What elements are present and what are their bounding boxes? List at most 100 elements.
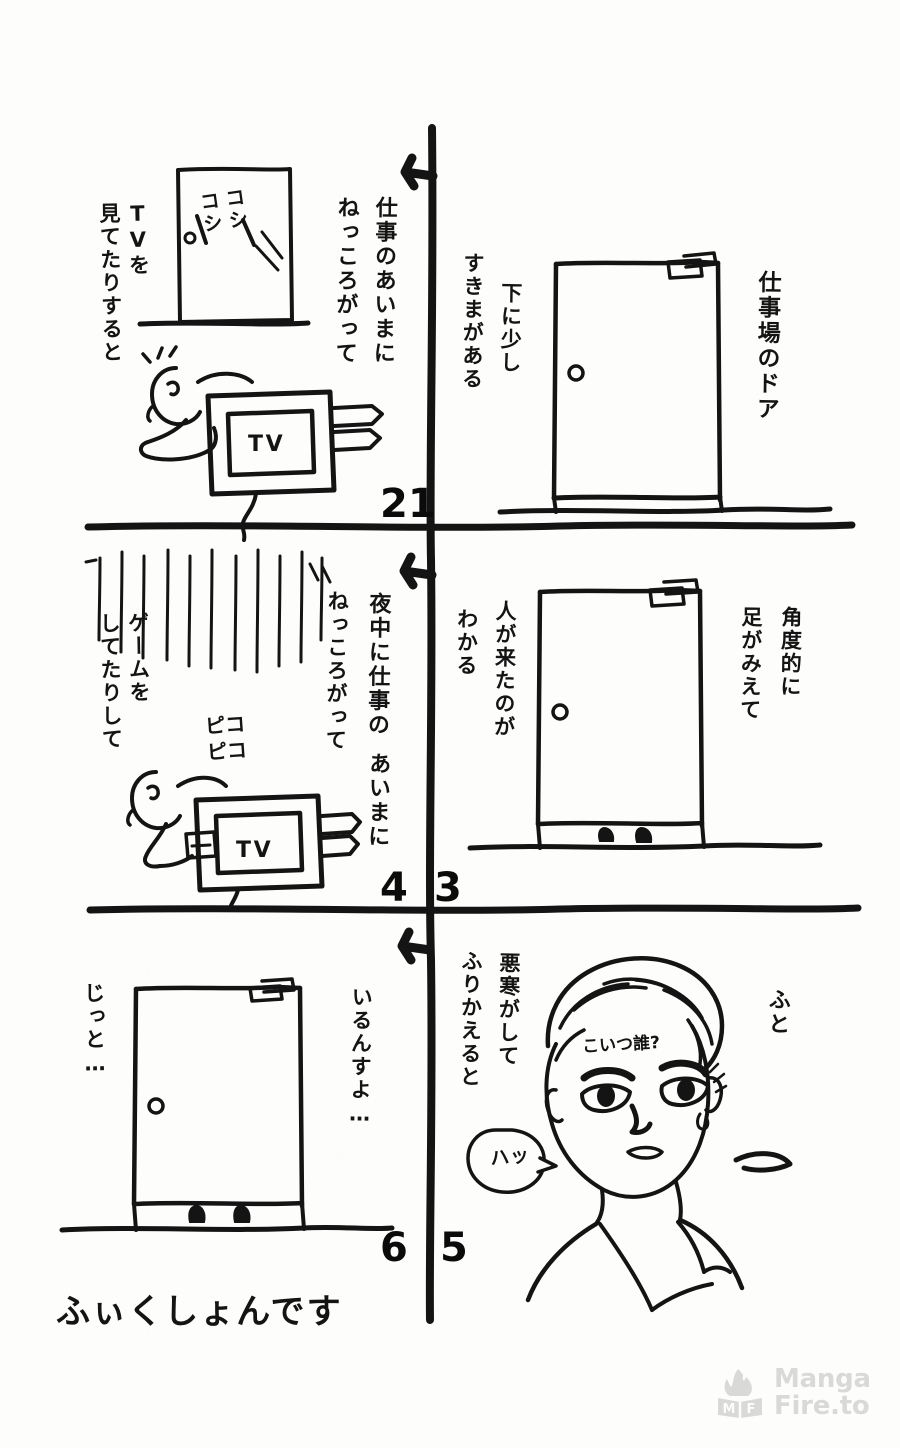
panel2-watch-tv-line: TVを 見てたりすると xyxy=(96,201,151,365)
panel3-floor-line xyxy=(467,842,823,851)
book-shape xyxy=(718,1398,762,1418)
panel2-leg-upper xyxy=(332,404,384,428)
panel5-ear-left xyxy=(544,1088,564,1124)
panel4-speedline-diag xyxy=(308,562,332,584)
panel6-door-top xyxy=(133,984,303,992)
panel5-eye-left-outline xyxy=(580,1083,632,1113)
panel2-sfx-koshi: コ コ シ シ xyxy=(199,186,250,236)
panel2-ear xyxy=(146,404,155,423)
panel2-motion-line-c xyxy=(260,230,284,260)
panel4-ear xyxy=(126,808,135,827)
panel1-gap-note-line1: 下に少し xyxy=(497,281,523,375)
panel6-door-knob xyxy=(147,1097,165,1115)
panel5-neck-left xyxy=(594,1188,605,1226)
vertical-gutter-line xyxy=(425,124,437,1324)
panel5-pupil-left xyxy=(597,1085,615,1107)
panel1-door-latch-bar xyxy=(682,251,718,269)
panel1-door-top xyxy=(553,259,721,267)
panel4-leg-lower xyxy=(320,834,360,858)
panel4-game-screen xyxy=(190,843,212,848)
panel-number-5: 5 xyxy=(440,1225,468,1271)
panel1-door-knob xyxy=(567,364,585,382)
panel2-tv-cord xyxy=(240,492,258,542)
panel4-playing-game-note: ゲームを してたりして xyxy=(97,611,152,752)
panel2-work-break-line1: 仕事のあいまに xyxy=(369,195,397,366)
reading-arrow-1 xyxy=(400,153,438,191)
panel6-foot-left xyxy=(188,1204,206,1223)
panel4-speedline-7 xyxy=(233,554,238,672)
panel5-thought-who-is-this: こいつ誰? xyxy=(581,1032,661,1058)
panel4-arm xyxy=(143,822,168,869)
panel1-gap-note-line2: すきまがある xyxy=(459,251,486,391)
mangafire-logo-icon: M F xyxy=(712,1365,768,1421)
panel4-lying-around-note: ねっころがって xyxy=(323,589,350,752)
panel4-leg-upper xyxy=(320,812,362,836)
panel5-eyebrow-left xyxy=(580,1067,636,1082)
panel5-shoulder-left xyxy=(525,1221,599,1303)
panel5-hair-strand-1 xyxy=(558,982,630,1030)
panel2-shoulder xyxy=(196,371,254,384)
panel6-door-bottom xyxy=(131,1200,305,1207)
panel5-collar-front xyxy=(650,1282,714,1312)
bottom-caption: ふぃくしょんです xyxy=(56,1292,343,1332)
panel5-motion-swoosh xyxy=(733,1151,793,1173)
flame-shape xyxy=(724,1369,752,1396)
panel1-door-right xyxy=(715,260,723,503)
panel2-tv-screen-label: TV xyxy=(248,432,286,457)
panel5-pupil-right xyxy=(677,1079,695,1101)
watermark-line-1: Manga xyxy=(774,1364,871,1395)
panel2-face-eye xyxy=(166,380,180,397)
panel5-speech-bubble-gasp: ハッ xyxy=(489,1143,532,1171)
panel6-door-latch-bar xyxy=(260,977,296,994)
panel2-body-lower xyxy=(204,426,218,454)
panel5-ear-right xyxy=(704,1076,723,1114)
panel5-nose xyxy=(629,1103,653,1135)
panel4-hand xyxy=(158,854,194,868)
panel3-door-latch xyxy=(648,586,686,608)
panel3-foot-right xyxy=(635,826,653,843)
panel5-hair-strand-2 xyxy=(572,985,648,1012)
mangafire-wordmark: Manga Fire.to xyxy=(774,1366,871,1419)
panel5-hair-sideburn xyxy=(686,1018,703,1066)
panel5-hair-strand-5 xyxy=(662,988,714,1046)
reading-arrow-3 xyxy=(397,927,435,965)
panel3-door-left xyxy=(535,589,543,827)
logo-letter-f: F xyxy=(747,1402,756,1417)
panel5-eyebrow-right xyxy=(658,1059,710,1078)
panel3-door-bottom xyxy=(535,820,705,827)
panel-number-1: 1 xyxy=(408,481,436,527)
panel5-eye-shine-lines xyxy=(708,1062,728,1094)
panel4-tv-cord xyxy=(228,888,240,910)
mangafire-watermark: M F Manga Fire.to xyxy=(712,1356,882,1430)
panel4-midnight-line2: あいまに xyxy=(364,751,391,849)
panel4-handheld-game xyxy=(184,830,218,860)
panel1-door-left xyxy=(551,261,559,501)
row-divider-2 xyxy=(86,904,862,914)
panel3-understand-note: わかる xyxy=(453,607,479,678)
panel2-head xyxy=(150,366,202,427)
panel5-hair-strand-4 xyxy=(634,978,704,1020)
panel4-speedline-4 xyxy=(165,548,170,662)
panel5-speech-bubble-tail xyxy=(536,1156,558,1174)
panel6-door-left xyxy=(131,986,139,1207)
panel2-door-knob xyxy=(183,231,197,245)
panel6-floor-line xyxy=(59,1224,395,1233)
panel-number-3: 3 xyxy=(434,865,462,911)
panel3-foot-left xyxy=(598,826,615,842)
panel3-door-right xyxy=(697,588,705,829)
panel-number-4: 4 xyxy=(380,865,408,911)
panel3-someone-came-note: 人が来たのが xyxy=(491,599,518,739)
panel4-sfx-piko: ピコ ピコ xyxy=(204,711,248,765)
panel3-door-knob xyxy=(551,703,569,721)
panel4-speedline-10 xyxy=(299,550,304,664)
panel3-door-top xyxy=(537,587,703,595)
panel6-foot-right xyxy=(233,1204,251,1223)
panel3-feet-visible-note: 足がみえて xyxy=(737,605,764,722)
panel5-suddenly-note: ふと xyxy=(764,987,791,1037)
panel5-neck-right xyxy=(674,1180,683,1222)
panel3-door-latch-bar xyxy=(662,578,700,596)
panel4-midnight-line1: 夜中に仕事の xyxy=(363,591,391,738)
panel6-they-are-there-note: いるんすよ… xyxy=(347,985,374,1128)
panel4-speedline-9 xyxy=(277,554,282,668)
panel5-collar-right xyxy=(676,1220,732,1274)
